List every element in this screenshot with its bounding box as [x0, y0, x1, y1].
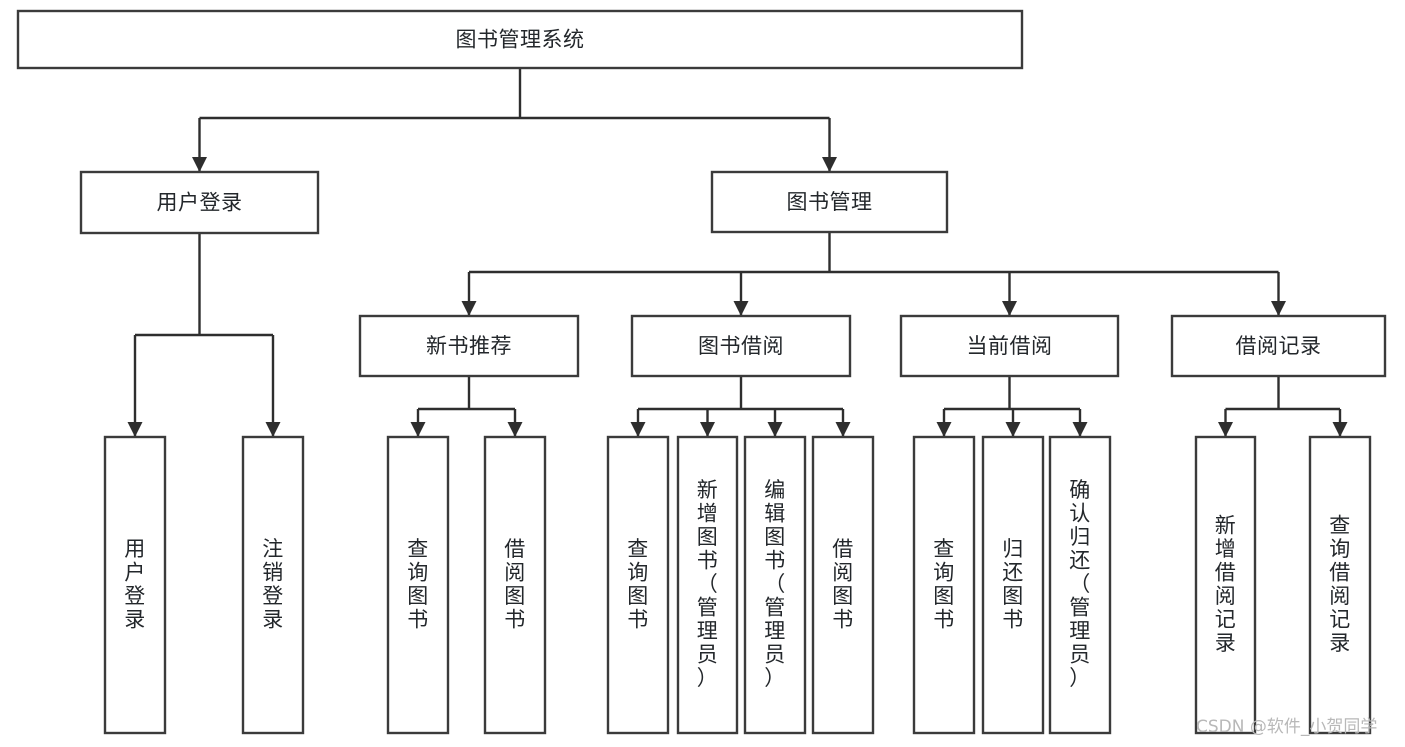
arrow-head-icon [1072, 422, 1088, 437]
node-box-leaf-query-record [1308, 435, 1372, 735]
node-box-leaf-borrow-book-1 [483, 435, 547, 735]
connector-group-user-login [127, 233, 281, 437]
connector-group-root [192, 68, 837, 172]
arrow-head-icon [1002, 301, 1017, 316]
node-user-login[interactable]: 用户登录 [79, 170, 320, 235]
node-label-book-management: 图书管理 [787, 190, 873, 214]
node-leaf-add-book[interactable]: 新增图书（管理员） [676, 435, 739, 735]
node-label-root: 图书管理系统 [456, 28, 585, 52]
node-label-leaf-query-record: 查询借阅记录 [1329, 513, 1351, 655]
node-leaf-query-book-3[interactable]: 查询图书 [912, 435, 976, 735]
arrow-head-icon [1271, 301, 1286, 316]
connector-group-book-management [461, 232, 1286, 316]
node-box-leaf-add-record [1194, 435, 1257, 735]
node-label-leaf-borrow-book-2: 借阅图书 [832, 537, 854, 632]
node-box-leaf-query-book-2 [606, 435, 670, 735]
arrow-head-icon [767, 422, 783, 437]
node-box-leaf-confirm-return [1048, 435, 1112, 735]
arrow-head-icon [410, 422, 426, 437]
node-leaf-user-logout[interactable]: 注销登录 [241, 435, 305, 735]
node-box-new-book-recommend [358, 314, 580, 378]
node-layer: 图书管理系统用户登录图书管理新书推荐图书借阅当前借阅借阅记录用户登录注销登录查询… [16, 9, 1387, 735]
node-box-leaf-edit-book [743, 435, 807, 735]
node-label-leaf-query-book-1: 查询图书 [407, 537, 429, 632]
connector-group-book-borrow [630, 376, 851, 437]
node-box-leaf-user-login [103, 435, 167, 735]
arrow-head-icon [822, 157, 837, 172]
node-label-new-book-recommend: 新书推荐 [426, 334, 512, 358]
node-root[interactable]: 图书管理系统 [16, 9, 1024, 70]
node-label-user-login: 用户登录 [157, 191, 243, 215]
node-label-leaf-user-login: 用户登录 [124, 537, 146, 632]
arrow-head-icon [1005, 422, 1021, 437]
node-book-borrow[interactable]: 图书借阅 [630, 314, 852, 378]
node-label-leaf-add-record: 新增借阅记录 [1215, 513, 1237, 655]
node-label-leaf-borrow-book-1: 借阅图书 [504, 537, 526, 632]
arrow-head-icon [936, 422, 952, 437]
arrow-head-icon [192, 157, 207, 172]
node-leaf-borrow-book-1[interactable]: 借阅图书 [483, 435, 547, 735]
node-current-borrow[interactable]: 当前借阅 [899, 314, 1120, 378]
node-borrow-record[interactable]: 借阅记录 [1170, 314, 1387, 378]
node-box-leaf-return-book [981, 435, 1045, 735]
connector-layer [127, 68, 1348, 437]
connector-group-new-book-recommend [410, 376, 523, 437]
node-leaf-edit-book[interactable]: 编辑图书（管理员） [743, 435, 807, 735]
watermark-label: CSDN @软件_小贺同学 [1196, 717, 1377, 737]
node-label-book-borrow: 图书借阅 [698, 334, 784, 358]
arrow-head-icon [1332, 422, 1348, 437]
node-label-leaf-edit-book: 编辑图书（管理员） [764, 478, 786, 690]
node-box-book-management [710, 170, 949, 234]
node-leaf-return-book[interactable]: 归还图书 [981, 435, 1045, 735]
node-box-user-login [79, 170, 320, 235]
node-box-leaf-borrow-book-2 [811, 435, 875, 735]
node-label-borrow-record: 借阅记录 [1236, 334, 1322, 358]
node-new-book-recommend[interactable]: 新书推荐 [358, 314, 580, 378]
arrow-head-icon [733, 301, 749, 316]
node-label-current-borrow: 当前借阅 [967, 334, 1053, 358]
node-label-leaf-return-book: 归还图书 [1002, 537, 1024, 632]
node-box-current-borrow [899, 314, 1120, 378]
node-label-leaf-confirm-return: 确认归还（管理员） [1069, 478, 1091, 690]
arrow-head-icon [700, 422, 715, 437]
node-leaf-user-login[interactable]: 用户登录 [103, 435, 167, 735]
node-label-leaf-query-book-3: 查询图书 [933, 537, 955, 632]
node-label-leaf-query-book-2: 查询图书 [627, 537, 649, 632]
node-leaf-borrow-book-2[interactable]: 借阅图书 [811, 435, 875, 735]
node-label-leaf-user-logout: 注销登录 [262, 537, 284, 632]
arrow-head-icon [265, 422, 281, 437]
node-box-root [16, 9, 1024, 70]
connector-group-borrow-record [1218, 376, 1348, 437]
connector-group-current-borrow [936, 376, 1088, 437]
arrow-head-icon [630, 422, 646, 437]
arrow-head-icon [835, 422, 851, 437]
arrow-head-icon [507, 422, 523, 437]
node-leaf-query-record[interactable]: 查询借阅记录 [1308, 435, 1372, 735]
node-label-leaf-add-book: 新增图书（管理员） [697, 478, 719, 690]
node-box-book-borrow [630, 314, 852, 378]
node-leaf-add-record[interactable]: 新增借阅记录 [1194, 435, 1257, 735]
arrow-head-icon [127, 422, 143, 437]
node-box-leaf-user-logout [241, 435, 305, 735]
node-box-borrow-record [1170, 314, 1387, 378]
node-box-leaf-query-book-3 [912, 435, 976, 735]
node-book-management[interactable]: 图书管理 [710, 170, 949, 234]
node-leaf-query-book-1[interactable]: 查询图书 [386, 435, 450, 735]
arrow-head-icon [1218, 422, 1233, 437]
node-leaf-query-book-2[interactable]: 查询图书 [606, 435, 670, 735]
node-leaf-confirm-return[interactable]: 确认归还（管理员） [1048, 435, 1112, 735]
arrow-head-icon [461, 301, 477, 316]
node-box-leaf-query-book-1 [386, 435, 450, 735]
node-box-leaf-add-book [676, 435, 739, 735]
